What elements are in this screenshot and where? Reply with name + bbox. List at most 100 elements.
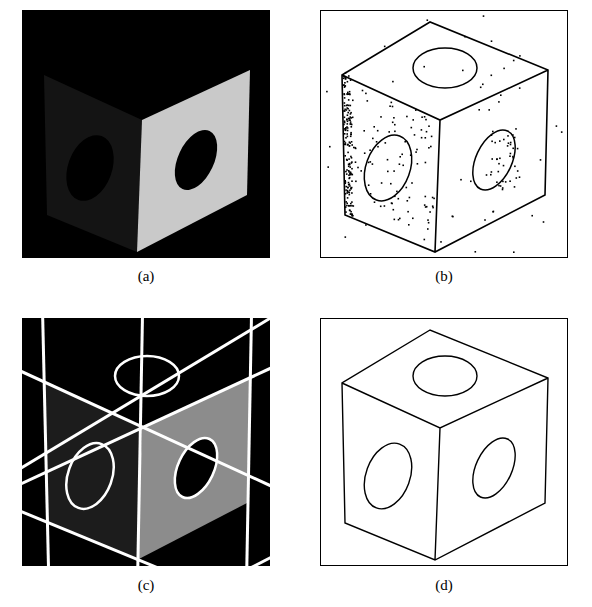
noise-dot — [344, 133, 346, 135]
noise-dot — [478, 109, 480, 111]
noise-dot — [394, 131, 396, 133]
noise-dot — [377, 130, 379, 132]
noise-dot — [387, 171, 389, 173]
noise-dot — [353, 205, 355, 207]
noise-dot — [343, 124, 345, 126]
noise-dot — [350, 136, 352, 138]
noise-dot — [348, 205, 350, 207]
noise-dot — [393, 209, 395, 211]
noise-dot — [348, 182, 350, 184]
noise-dot — [399, 156, 401, 158]
noise-dot — [350, 156, 352, 158]
noise-dot — [380, 116, 382, 118]
noise-dot — [408, 224, 410, 226]
noise-dot — [344, 120, 346, 122]
noise-dot — [409, 197, 411, 199]
noise-dot — [351, 214, 353, 216]
noise-dot — [349, 209, 351, 211]
noise-dot — [349, 123, 351, 125]
noise-dot — [503, 68, 505, 70]
noise-dot — [440, 241, 442, 243]
noise-dot — [350, 187, 352, 189]
panel-label: (a) — [138, 268, 155, 285]
noise-dot — [425, 137, 427, 139]
noise-dot — [347, 144, 349, 146]
noise-dot — [351, 201, 353, 203]
noise-dot — [368, 162, 370, 164]
noise-dot — [348, 158, 350, 160]
noise-dot — [345, 182, 347, 184]
noise-dot — [347, 127, 349, 129]
noise-dot — [351, 162, 353, 164]
noise-dot — [491, 158, 493, 160]
noise-dot — [488, 109, 490, 111]
noise-dot — [388, 131, 390, 133]
noise-dot — [345, 130, 347, 132]
noise-dot — [508, 142, 510, 144]
noise-dot — [484, 219, 486, 221]
noise-dot — [512, 157, 514, 159]
noise-dot — [343, 110, 345, 112]
noise-dot — [350, 123, 352, 125]
noise-dot — [350, 134, 352, 136]
noise-dot — [406, 187, 408, 189]
noise-dot — [347, 92, 349, 94]
noise-dot — [491, 134, 493, 136]
noise-dot — [491, 141, 493, 143]
noise-dot — [345, 128, 347, 130]
noise-dot — [411, 127, 413, 129]
noise-dot — [393, 117, 395, 119]
noise-dot — [416, 149, 418, 151]
line-drawing — [321, 319, 568, 566]
noise-dot — [348, 75, 350, 77]
hough-lines — [0, 201, 592, 607]
noise-dot — [421, 137, 423, 139]
noise-dot — [350, 172, 352, 174]
noise-dot — [350, 171, 352, 173]
noise-dot — [345, 206, 347, 208]
noise-dot — [496, 158, 498, 160]
noise-dot — [512, 148, 514, 150]
noise-dot — [344, 86, 346, 88]
noise-dot — [491, 75, 493, 77]
noise-dot — [348, 105, 350, 107]
noise-dot — [387, 159, 389, 161]
noise-dot — [556, 125, 558, 127]
noise-dot — [350, 213, 352, 215]
noise-dot — [540, 159, 542, 161]
noise-dot — [346, 126, 348, 128]
noise-dot — [412, 218, 414, 220]
noise-dot — [348, 205, 350, 207]
noise-dot — [346, 118, 348, 120]
noise-dot — [346, 107, 348, 109]
noise-dot — [517, 170, 519, 172]
noise-dot — [355, 181, 357, 183]
noise-dot — [345, 236, 347, 238]
noise-dot — [421, 116, 423, 118]
noise-dot — [350, 174, 352, 176]
noise-dot — [349, 91, 351, 93]
noise-dot — [350, 105, 352, 107]
noise-dot — [347, 81, 349, 83]
noise-dot — [490, 174, 492, 176]
noise-dot — [423, 66, 425, 68]
noise-dot — [346, 205, 348, 207]
noise-dot — [514, 137, 516, 139]
noise-dot — [507, 145, 509, 147]
noise-dot — [503, 165, 505, 167]
noise-dot — [347, 144, 349, 146]
noise-dot — [516, 177, 518, 179]
noise-dot — [347, 114, 349, 116]
noise-dot — [394, 124, 396, 126]
noise-dot — [427, 219, 429, 221]
noise-dot — [393, 170, 395, 172]
noise-dot — [347, 112, 349, 114]
noise-dot — [407, 211, 409, 213]
noise-dot — [329, 146, 331, 148]
noise-dot — [431, 136, 433, 138]
noise-dot — [355, 148, 357, 150]
noise-dot — [367, 100, 369, 102]
noise-dot — [510, 153, 512, 155]
noise-dot — [561, 131, 563, 133]
